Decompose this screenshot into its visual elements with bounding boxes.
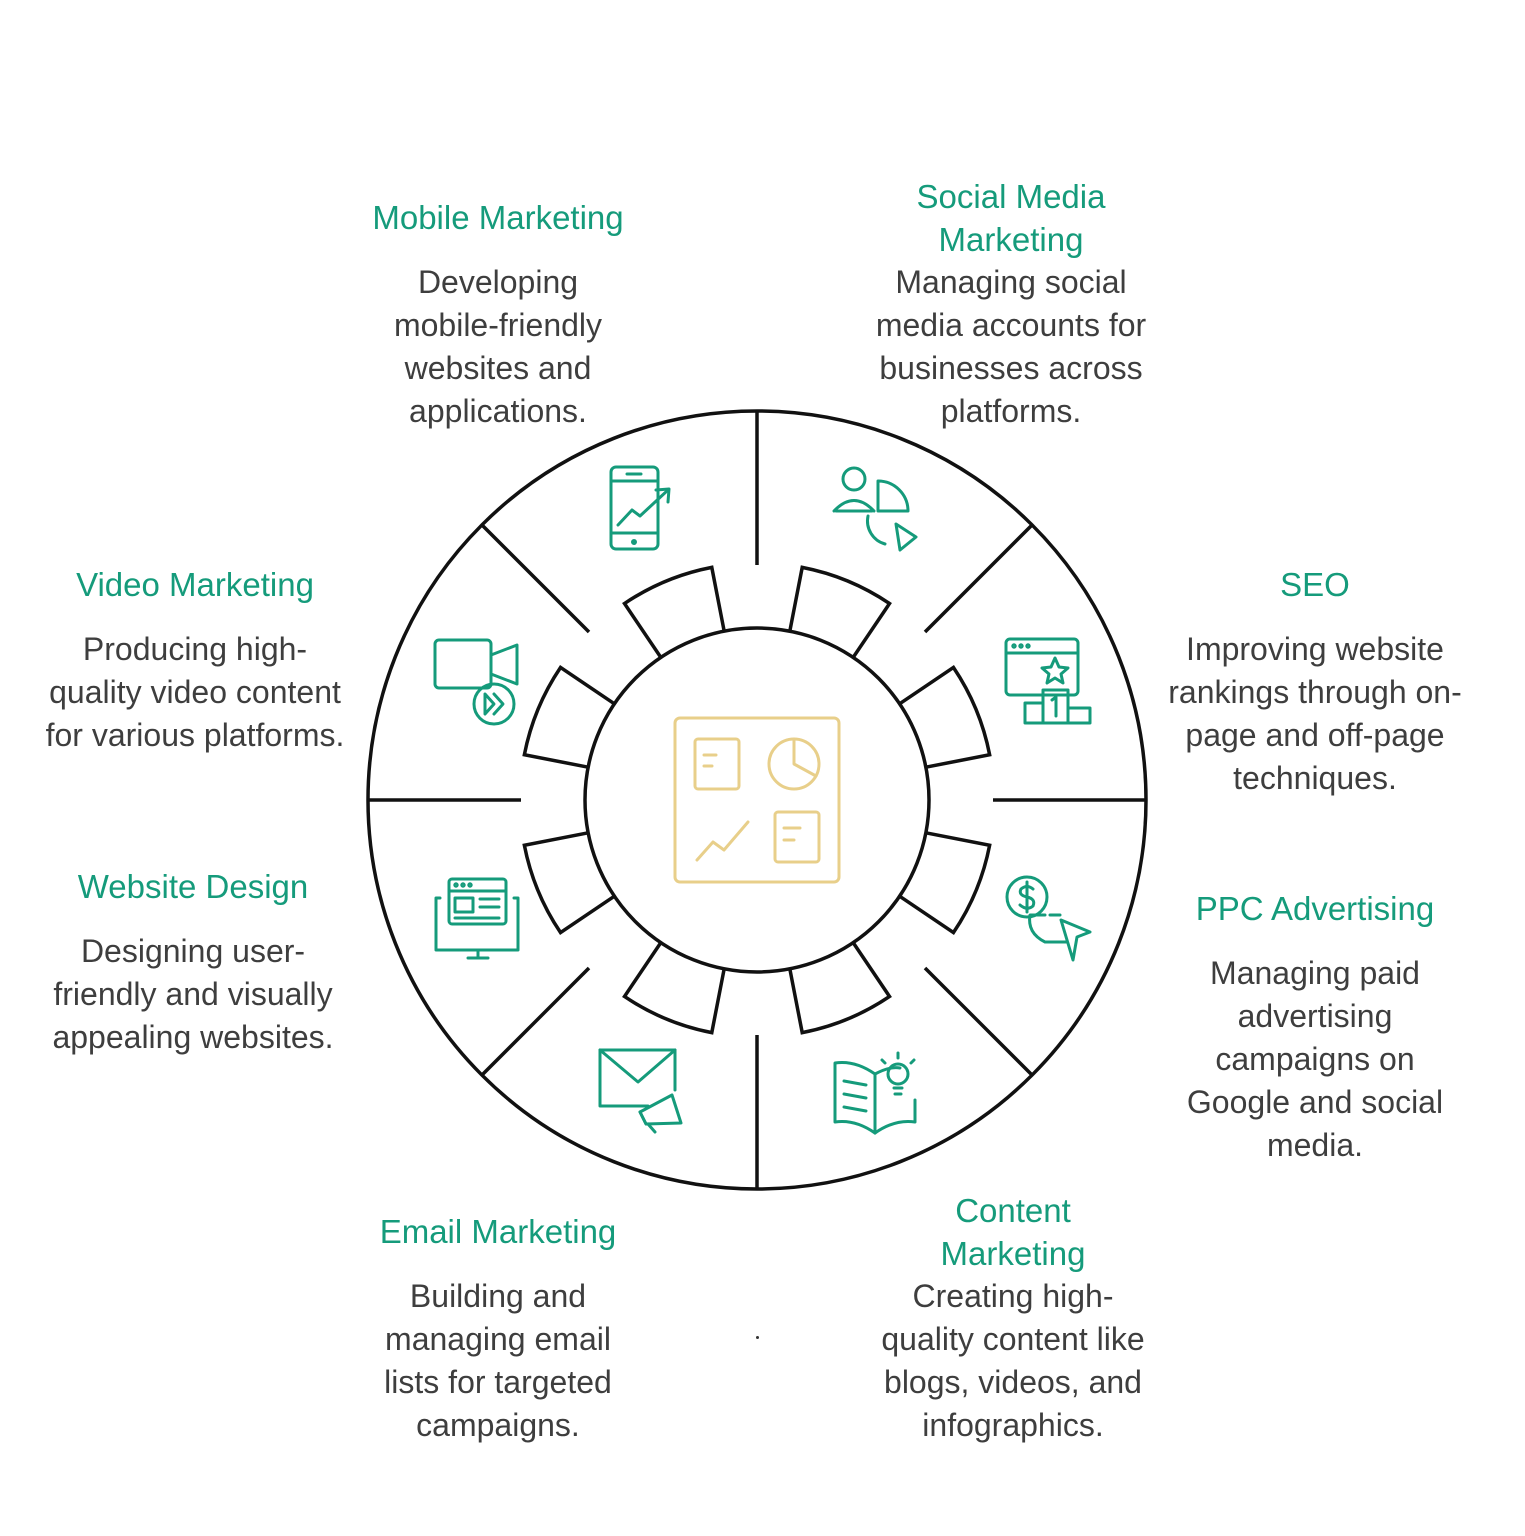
social-analytics-icon (832, 466, 918, 552)
segment-title: Video Marketing (76, 566, 314, 603)
ranking-icon (1004, 637, 1092, 725)
gear-tooth (898, 665, 992, 769)
segment-label-video-marketing: Video Marketing Producing high-quality v… (30, 563, 360, 757)
segment-description: Improving website rankings through on-pa… (1168, 631, 1462, 796)
segment-label-mobile-marketing: Mobile Marketing Developing mobile-frien… (333, 196, 663, 433)
segment-title: Mobile Marketing (372, 199, 624, 236)
gear-tooth (788, 565, 892, 659)
spoke-divider (480, 966, 591, 1077)
segment-description: Managing paid advertising campaigns on G… (1186, 955, 1444, 1163)
segment-title: SEO (1280, 566, 1350, 603)
segment-label-seo: SEO Improving website rankings through o… (1150, 563, 1480, 800)
segment-title: Email Marketing (379, 1213, 617, 1250)
email-megaphone-icon (598, 1048, 683, 1134)
segment-label-ppc-advertising: PPC Advertising Managing paid advertisin… (1150, 887, 1480, 1167)
spoke-divider (923, 523, 1034, 634)
stray-dot (756, 1336, 759, 1339)
inner-hub-ring (583, 626, 931, 974)
gear-teeth (522, 565, 992, 1035)
gear-tooth (522, 831, 616, 935)
gear-tooth (898, 831, 992, 935)
segment-label-email-marketing: Email Marketing Building and managing em… (333, 1210, 663, 1447)
gear-tooth (622, 565, 726, 659)
segment-title: Content Marketing (940, 1192, 1086, 1272)
spoke-divider (923, 966, 1034, 1077)
web-design-icon (434, 877, 520, 960)
segment-description: Building and managing email lists for ta… (384, 1278, 612, 1443)
segment-label-content-marketing: Content Marketing Creating high-quality … (848, 1189, 1178, 1447)
segment-label-website-design: Website Design Designing user-friendly a… (28, 865, 358, 1059)
segment-description: Managing social media accounts for busin… (875, 264, 1147, 429)
segment-title: PPC Advertising (1195, 890, 1435, 927)
pay-per-click-icon (1005, 875, 1092, 962)
gear-tooth (522, 665, 616, 769)
segment-title: Website Design (77, 868, 309, 905)
gear-tooth (622, 941, 726, 1035)
segment-description: Developing mobile-friendly websites and … (393, 264, 603, 429)
gear-tooth (788, 941, 892, 1035)
spoke-divider (480, 523, 591, 634)
segment-description: Producing high-quality video content for… (45, 631, 345, 753)
dashboard-icon (673, 716, 841, 884)
segment-label-social-media-marketing: Social Media Marketing Managing social m… (846, 175, 1176, 433)
segment-description: Designing user-friendly and visually app… (52, 933, 334, 1055)
content-idea-icon (833, 1051, 917, 1135)
segment-description: Creating high-quality content like blogs… (881, 1278, 1145, 1443)
segment-title: Social Media Marketing (916, 178, 1106, 258)
mobile-growth-icon (609, 465, 671, 551)
video-camera-icon (433, 638, 519, 726)
